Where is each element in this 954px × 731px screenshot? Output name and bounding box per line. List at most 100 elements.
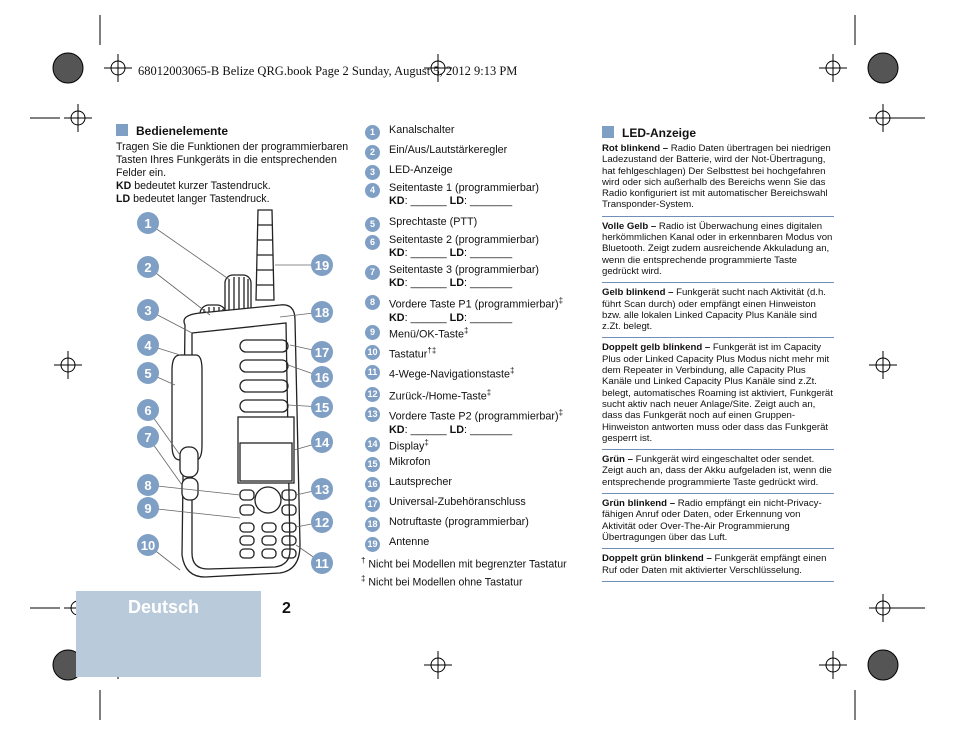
led-term: Rot blinkend –: [602, 143, 669, 154]
language-label: Deutsch: [128, 597, 200, 617]
control-label: Lautsprecher: [389, 476, 453, 488]
kd-ld-fields: KD: ______ LD: _______: [389, 311, 513, 324]
callout-label: 16: [315, 370, 329, 385]
control-item: 7 Seitentaste 3 (programmierbar)KD: _____…: [365, 264, 619, 290]
callout-number: 10: [365, 345, 380, 360]
control-item: 13 Vordere Taste P2 (programmierbar)‡ KD: …: [365, 406, 619, 437]
callout-number: 2: [365, 145, 380, 160]
callout-number: 4: [365, 183, 380, 198]
control-label: Zurück-/Home-Taste: [389, 390, 487, 403]
callout-circle: [137, 474, 159, 496]
starburst-mark: [867, 649, 899, 681]
footnote-mark: ‡: [558, 408, 564, 417]
control-label: Vordere Taste P1 (programmierbar): [389, 298, 559, 311]
callout-label: 3: [144, 303, 151, 318]
callout-circle: [311, 301, 333, 323]
footnote-mark: ‡: [464, 326, 469, 335]
section-marker-icon: [116, 124, 128, 136]
led-section: LED-Anzeige Rot blinkend – Radio Daten ü…: [602, 124, 834, 582]
callout-number: 3: [365, 165, 380, 180]
control-label: Vordere Taste P2 (programmierbar): [389, 410, 559, 423]
led-entry: Doppelt gelb blinkend – Funkgerät ist im…: [602, 338, 834, 451]
led-term: Gelb blinkend –: [602, 287, 674, 299]
callout-number: 14: [365, 437, 380, 452]
control-label: 4-Wege-Navigationstaste: [389, 368, 511, 381]
callout-number: 19: [365, 537, 380, 552]
callout-label: 19: [315, 258, 329, 273]
kd-ld-fields: KD: ______ LD: _______: [389, 423, 513, 436]
callout-number: 12: [365, 387, 380, 402]
control-item: 9 Menü/OK-Taste‡: [365, 324, 619, 342]
kd-ld-fields: KD: ______ LD: _______: [389, 247, 513, 259]
control-label: Notruftaste (programmierbar): [389, 516, 529, 528]
control-item: 15 Mikrofon: [365, 456, 619, 472]
led-title: LED-Anzeige: [622, 126, 697, 140]
callout-number: 11: [365, 365, 380, 380]
led-entry: Gelb blinkend – Funkgerät sucht nach Akt…: [602, 283, 834, 339]
callout-number: 17: [365, 497, 380, 512]
led-entry: Rot blinkend – Radio Daten übertragen be…: [602, 143, 834, 217]
control-label: Menü/OK-Taste: [389, 328, 465, 341]
section-marker-icon: [602, 126, 614, 138]
callout-label: 5: [144, 366, 151, 381]
callout-number: 18: [365, 517, 380, 532]
callout-label: 18: [315, 305, 329, 320]
controls-intro: Bedienelemente Tragen Sie die Funktionen…: [116, 124, 356, 206]
control-label: Seitentaste 3 (programmierbar): [389, 264, 540, 276]
led-entries: Rot blinkend – Radio Daten übertragen be…: [602, 143, 834, 582]
control-label: Sprechtaste (PTT): [389, 216, 478, 228]
kd-line: KD bedeutet kurzer Tastendruck.: [116, 180, 271, 192]
led-entry: Volle Gelb – Radio ist Überwachung eines…: [602, 217, 834, 284]
callout-circle: [137, 299, 159, 321]
callout-number: 6: [365, 235, 380, 250]
control-label: Universal-Zubehöranschluss: [389, 496, 526, 508]
callout-label: 2: [144, 260, 151, 275]
footnote-mark: ‡: [424, 438, 429, 447]
callout-label: 6: [144, 403, 151, 418]
led-entry: Doppelt grün blinkend – Funkgerät empfän…: [602, 549, 834, 582]
footnote-mark: †‡: [427, 346, 437, 355]
section-title: Bedienelemente: [136, 124, 229, 138]
control-item: 5 Sprechtaste (PTT): [365, 216, 619, 232]
callout-number: 9: [365, 325, 380, 340]
callout-number: 7: [365, 265, 380, 280]
callout-circle: [137, 362, 159, 384]
callout-circle: [311, 552, 333, 574]
led-term: Doppelt grün blinkend –: [602, 553, 712, 565]
led-term: Grün –: [602, 454, 633, 466]
callout-circle: [311, 396, 333, 418]
starburst-mark: [52, 52, 84, 84]
callout-circle: [137, 256, 159, 278]
callout-label: 10: [141, 538, 155, 553]
kd-ld-fields: KD: ______ LD: _______: [389, 277, 513, 289]
led-desc: Funkgerät empfängt einen Ruf oder Daten …: [602, 553, 827, 576]
control-label: Display: [389, 440, 425, 453]
control-label: Seitentaste 1 (programmierbar): [389, 182, 540, 194]
control-item: 17 Universal-Zubehöranschluss: [365, 496, 619, 512]
callout-label: 4: [144, 338, 152, 353]
callout-circle: [311, 341, 333, 363]
callout-number: 15: [365, 457, 380, 472]
starburst-mark: [867, 52, 899, 84]
callout-circle: [311, 511, 333, 533]
callout-circle: [311, 431, 333, 453]
footnote-mark: ‡: [558, 296, 564, 305]
footnote: † Nicht bei Modellen mit begrenzter Tast…: [361, 556, 567, 571]
callout-label: 17: [315, 345, 329, 360]
callout-label: 13: [315, 482, 329, 497]
control-label: Mikrofon: [389, 456, 431, 468]
callout-number: 5: [365, 217, 380, 232]
led-term: Doppelt gelb blinkend –: [602, 342, 711, 354]
callout-number: 13: [365, 407, 380, 422]
led-term: Grün blinkend –: [602, 498, 676, 510]
callout-label: 7: [144, 430, 151, 445]
callout-circle: [311, 366, 333, 388]
